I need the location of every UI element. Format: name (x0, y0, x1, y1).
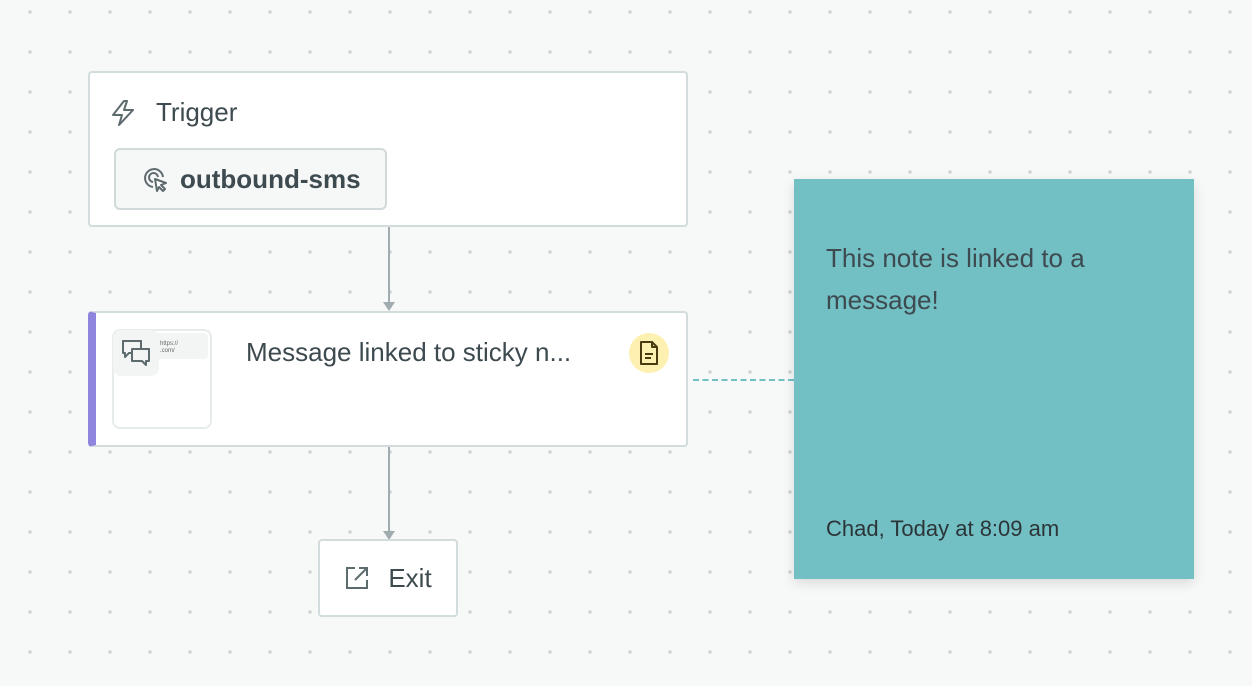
connector-arrow (383, 531, 395, 540)
preview-url-line: https:// (160, 341, 179, 347)
trigger-event-chip[interactable]: outbound-sms (114, 148, 387, 210)
message-preview-thumbnail: https://.com/ (112, 329, 212, 429)
exit-node[interactable]: Exit (318, 539, 458, 617)
connector-arrow (383, 302, 395, 311)
message-title: Message linked to sticky n... (246, 337, 572, 367)
trigger-node[interactable]: Trigger outbound-sms (88, 71, 688, 227)
connector-line (388, 227, 390, 303)
note-link-line (693, 379, 794, 381)
message-node[interactable]: https://.com/ Message linked to sticky n… (88, 311, 688, 447)
sticky-note-text: This note is linked to a message! (826, 243, 1085, 315)
sticky-note[interactable]: This note is linked to a message! Chad, … (794, 179, 1194, 579)
document-icon (640, 341, 658, 365)
chat-bubbles-icon (122, 340, 150, 366)
connector-line (388, 447, 390, 531)
cursor-click-icon (144, 168, 167, 192)
trigger-label: Trigger (156, 97, 238, 127)
trigger-event-name: outbound-sms (180, 163, 361, 194)
exit-label: Exit (388, 562, 432, 593)
lightning-icon (112, 99, 134, 126)
sticky-note-author: Chad, Today at 8:09 am (826, 516, 1060, 541)
preview-url-line: .com/ (160, 348, 175, 354)
external-link-icon (346, 567, 369, 589)
linked-note-badge[interactable] (629, 333, 669, 373)
